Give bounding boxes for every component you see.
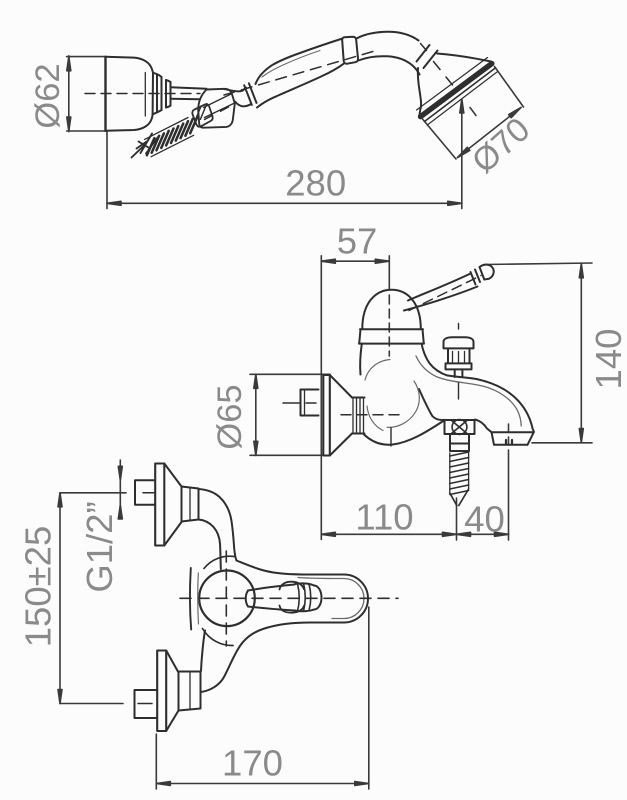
svg-text:140: 140 — [588, 329, 627, 390]
svg-text:G1/2”: G1/2” — [79, 501, 120, 592]
svg-text:110: 110 — [355, 497, 413, 538]
svg-text:170: 170 — [222, 743, 283, 784]
svg-text:Ø65: Ø65 — [211, 384, 249, 449]
svg-text:40: 40 — [464, 499, 505, 540]
svg-text:280: 280 — [285, 163, 346, 204]
svg-text:Ø62: Ø62 — [29, 63, 67, 128]
svg-text:150±25: 150±25 — [18, 526, 59, 648]
svg-text:57: 57 — [337, 221, 378, 262]
